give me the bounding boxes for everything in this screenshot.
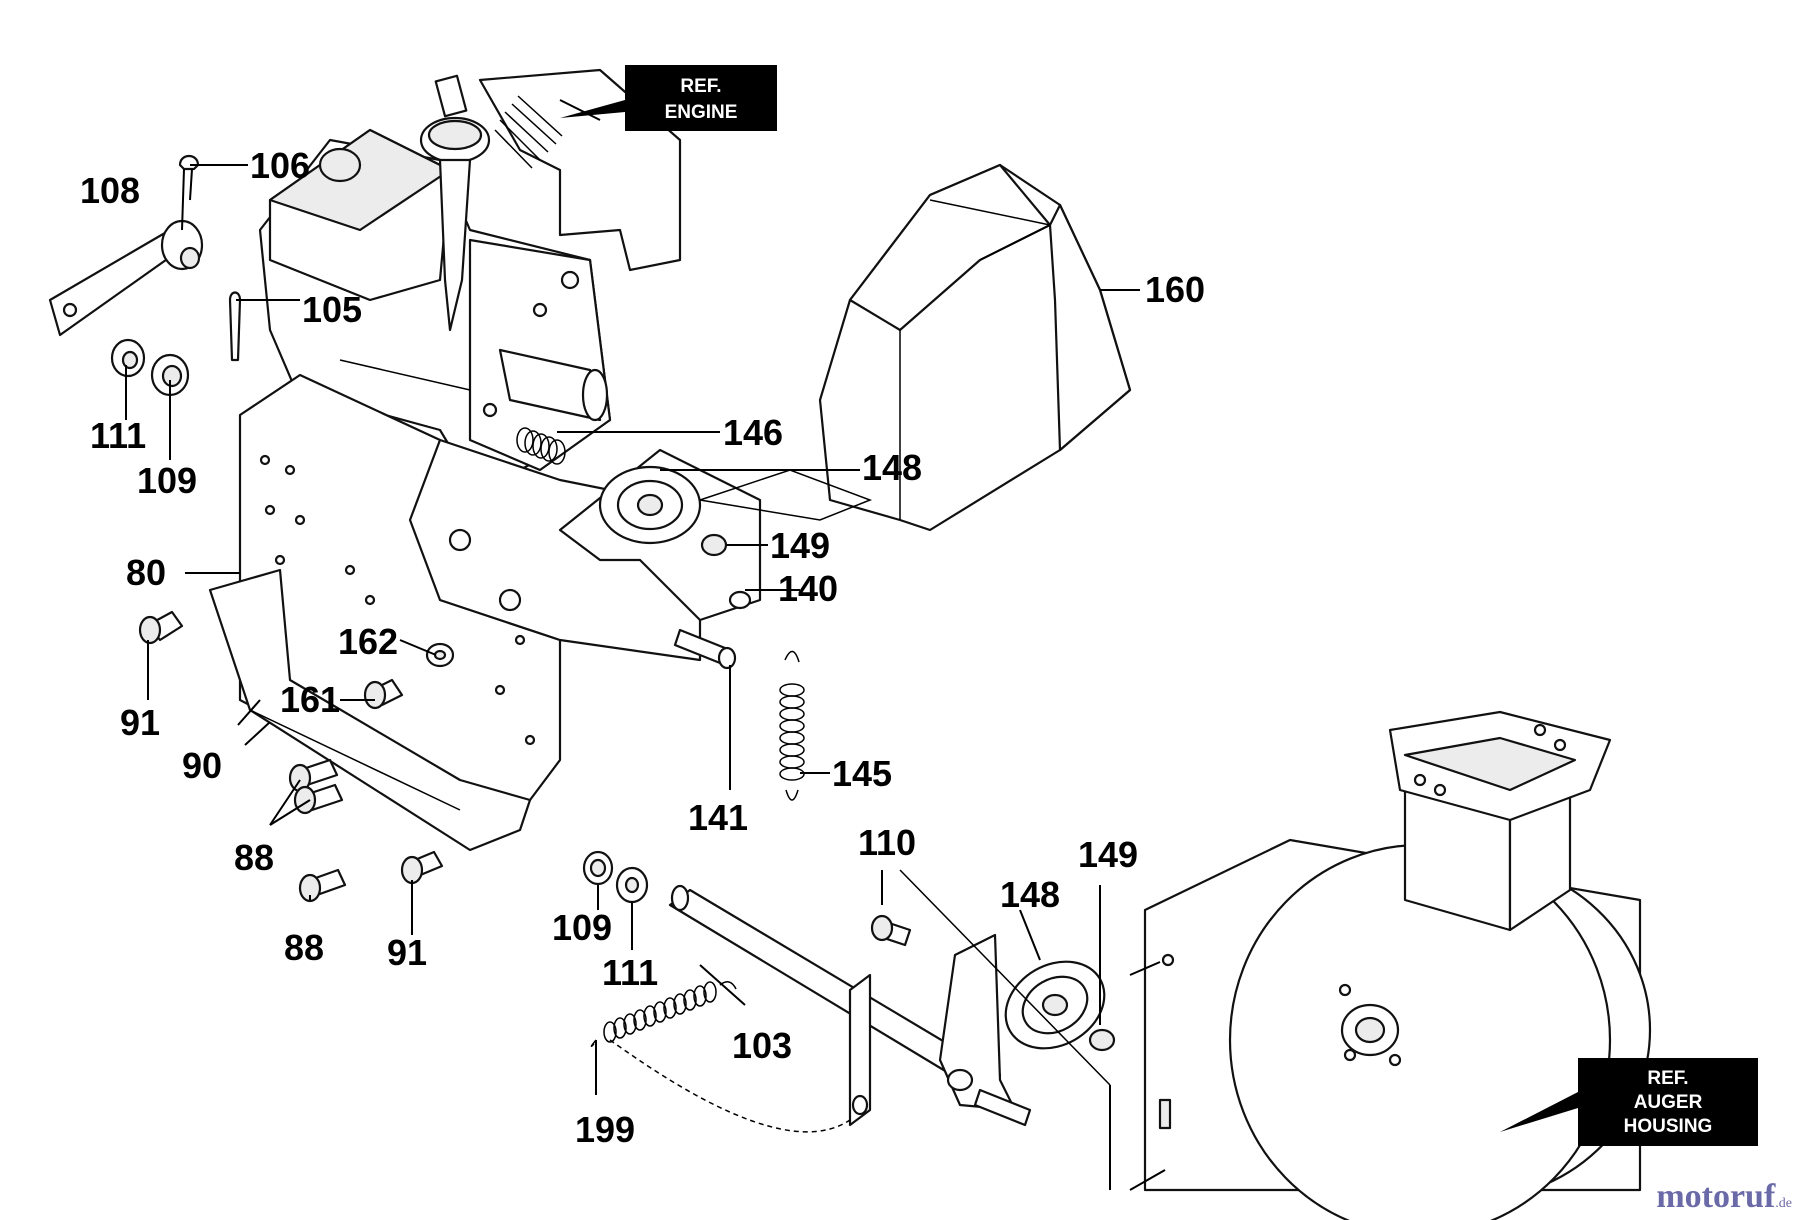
label-103: 103 xyxy=(732,1025,792,1066)
watermark-logo: motoruf.de xyxy=(1656,1178,1792,1216)
label-149a: 149 xyxy=(770,525,830,566)
label-161: 161 xyxy=(280,679,340,720)
ref-engine-line2: ENGINE xyxy=(665,102,738,123)
label-109b: 109 xyxy=(552,907,612,948)
label-146: 146 xyxy=(723,412,783,453)
screws xyxy=(138,610,455,903)
belt-cover xyxy=(818,163,1132,532)
label-91a: 91 xyxy=(120,702,160,743)
label-140: 140 xyxy=(778,568,838,609)
ref-engine-box: REF. ENGINE xyxy=(560,65,777,131)
ref-engine-line1: REF. xyxy=(680,76,721,97)
label-108: 108 xyxy=(80,170,140,211)
label-111b: 111 xyxy=(602,952,658,993)
watermark-brand: motoruf xyxy=(1656,1178,1776,1215)
label-141: 141 xyxy=(688,797,748,838)
ref-auger-line1: REF. xyxy=(1647,1068,1688,1089)
frame-plate xyxy=(208,373,702,852)
label-111a: 111 xyxy=(90,415,146,456)
label-105: 105 xyxy=(302,289,362,330)
spring xyxy=(779,650,805,801)
label-91b: 91 xyxy=(387,932,427,973)
label-149b: 149 xyxy=(1078,834,1138,875)
label-88b: 88 xyxy=(284,927,324,968)
pivot-parts xyxy=(48,154,242,397)
label-110: 110 xyxy=(858,822,916,863)
idler-assembly xyxy=(582,850,1116,1133)
label-160: 160 xyxy=(1145,269,1205,310)
label-145: 145 xyxy=(832,753,892,794)
leader-lines xyxy=(125,99,1166,1191)
label-88a: 88 xyxy=(234,837,274,878)
ref-auger-line3: HOUSING xyxy=(1624,1116,1713,1137)
label-90: 90 xyxy=(182,745,222,786)
part-labels: 108 106 105 111 109 80 91 162 161 90 88 … xyxy=(80,145,1205,1150)
label-148a: 148 xyxy=(862,447,922,488)
pulley-bracket xyxy=(516,427,762,670)
ref-auger-line2: AUGER xyxy=(1634,1092,1703,1113)
label-80: 80 xyxy=(126,552,166,593)
label-162: 162 xyxy=(338,621,398,662)
watermark-suffix: .de xyxy=(1775,1196,1792,1211)
ref-auger-box: REF. AUGER HOUSING xyxy=(1500,1058,1758,1146)
auger-housing xyxy=(1143,710,1652,1220)
label-148b: 148 xyxy=(1000,874,1060,915)
label-199: 199 xyxy=(575,1109,635,1150)
label-106: 106 xyxy=(250,145,310,186)
label-109a: 109 xyxy=(137,460,197,501)
